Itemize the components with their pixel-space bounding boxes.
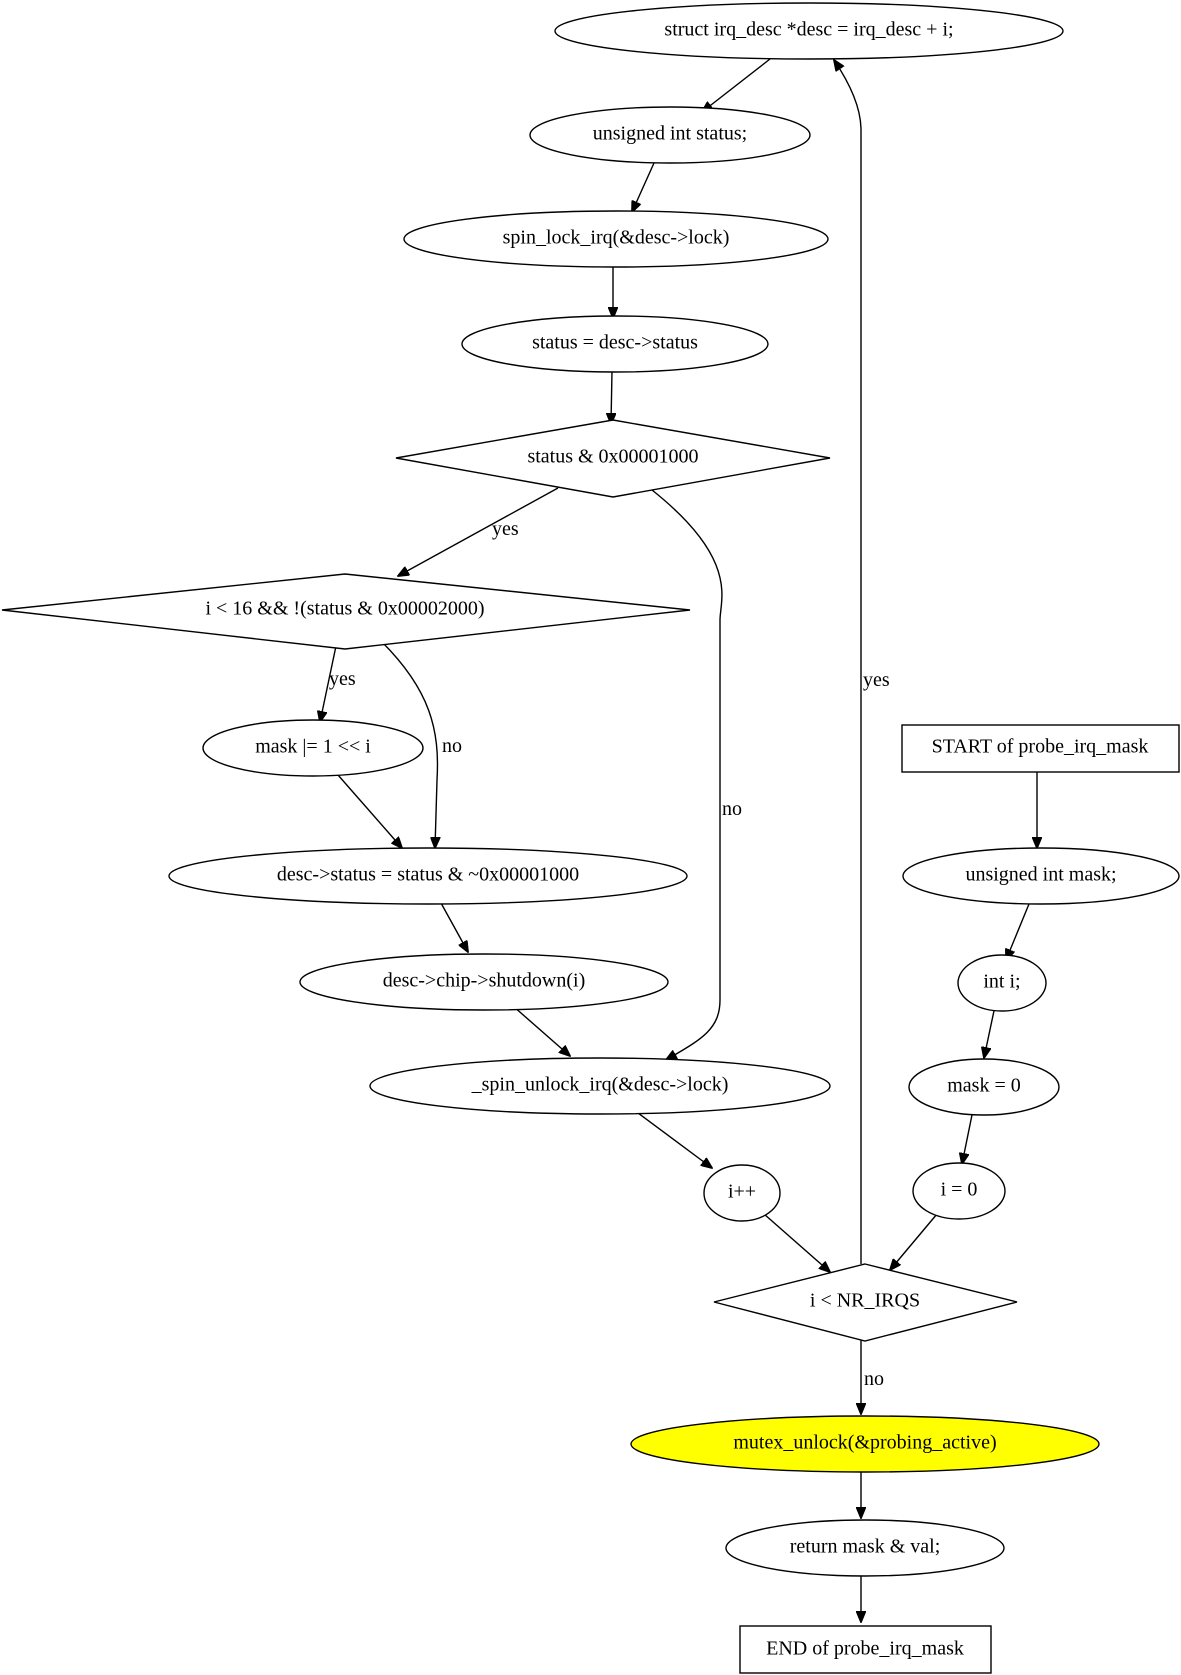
edge-desc-to-status-decl — [702, 58, 771, 112]
edge-check-no-to-unlock — [651, 489, 723, 1060]
edge-labels: yes no yes no yes no — [329, 518, 890, 1390]
edge-incr-to-loop — [763, 1213, 830, 1272]
node-i-zero: i = 0 — [912, 1162, 1006, 1220]
node-status-decl: unsigned int status; — [529, 106, 811, 164]
node-mask-or: mask |= 1 << i — [202, 719, 424, 777]
node-status-check-label: status & 0x00001000 — [527, 446, 698, 468]
node-spin-unlock: _spin_unlock_irq(&desc->lock) — [369, 1057, 831, 1115]
node-i-zero-label: i = 0 — [941, 1179, 978, 1201]
node-end: END of probe_irq_mask — [739, 1625, 992, 1674]
node-spin-lock-label: spin_lock_irq(&desc->lock) — [503, 227, 730, 249]
edge-status-clear-to-shutdown — [440, 902, 468, 952]
node-mask-zero-label: mask = 0 — [947, 1075, 1021, 1097]
node-decl-mask-label: unsigned int mask; — [965, 864, 1116, 886]
node-status-clear: desc->status = status & ~0x00001000 — [168, 847, 688, 905]
edges — [320, 59, 1037, 1622]
node-status-decl-label: unsigned int status; — [593, 123, 747, 145]
node-mutex-unlock: mutex_unlock(&probing_active) — [630, 1415, 1100, 1473]
edge-label-inner-yes: yes — [329, 668, 356, 690]
edge-status-assign-to-check — [611, 370, 612, 424]
edge-label-check-yes: yes — [492, 518, 519, 540]
node-decl-i-label: int i; — [983, 971, 1020, 993]
edge-inner-no-to-status-clear — [381, 641, 437, 848]
edge-label-loop-yes: yes — [863, 669, 890, 691]
node-status-assign: status = desc->status — [461, 315, 769, 373]
node-return-label: return mask & val; — [790, 1536, 941, 1558]
edge-decl-mask-to-decl-i — [1006, 903, 1030, 960]
node-inner-cond: i < 16 && !(status & 0x00002000) — [1, 573, 691, 650]
node-start: START of probe_irq_mask — [901, 724, 1180, 773]
node-status-clear-label: desc->status = status & ~0x00001000 — [277, 864, 579, 886]
edge-unlock-to-incr — [633, 1109, 712, 1168]
edge-label-inner-no: no — [442, 735, 462, 757]
node-start-label: START of probe_irq_mask — [932, 736, 1149, 758]
node-incr-label: i++ — [728, 1181, 756, 1203]
edge-i-zero-to-loop — [890, 1213, 938, 1270]
node-desc-decl: struct irq_desc *desc = irq_desc + i; — [554, 2, 1064, 60]
node-mutex-unlock-label: mutex_unlock(&probing_active) — [733, 1432, 996, 1454]
edge-mask-or-to-status-clear — [337, 774, 402, 848]
node-decl-i: int i; — [957, 954, 1047, 1012]
edge-label-loop-no: no — [864, 1368, 884, 1390]
node-mask-or-label: mask |= 1 << i — [255, 736, 371, 758]
node-decl-mask: unsigned int mask; — [902, 847, 1180, 905]
node-status-check: status & 0x00001000 — [395, 419, 831, 498]
node-status-assign-label: status = desc->status — [532, 332, 698, 354]
edge-inner-yes-to-mask-or — [320, 645, 337, 722]
node-end-label: END of probe_irq_mask — [766, 1638, 964, 1660]
node-incr: i++ — [703, 1164, 781, 1222]
node-shutdown: desc->chip->shutdown(i) — [299, 953, 669, 1011]
node-desc-decl-label: struct irq_desc *desc = irq_desc + i; — [664, 19, 953, 41]
node-return: return mask & val; — [725, 1519, 1005, 1577]
edge-check-yes-to-inner — [398, 487, 559, 576]
node-loop-cond-label: i < NR_IRQS — [810, 1290, 920, 1312]
node-mask-zero: mask = 0 — [908, 1058, 1060, 1116]
edge-loop-yes-to-desc — [834, 60, 862, 1264]
node-loop-cond: i < NR_IRQS — [713, 1263, 1018, 1342]
node-shutdown-label: desc->chip->shutdown(i) — [383, 970, 586, 992]
edge-decl-i-to-mask-zero — [984, 1005, 996, 1058]
node-inner-cond-label: i < 16 && !(status & 0x00002000) — [205, 598, 484, 620]
edge-status-decl-to-spin-lock — [632, 162, 655, 212]
edge-mask-zero-to-i-zero — [962, 1109, 974, 1164]
edge-shutdown-to-unlock — [512, 1005, 570, 1056]
node-spin-lock: spin_lock_irq(&desc->lock) — [403, 210, 829, 268]
node-spin-unlock-label: _spin_unlock_irq(&desc->lock) — [471, 1074, 729, 1096]
edge-label-check-no: no — [722, 798, 742, 820]
